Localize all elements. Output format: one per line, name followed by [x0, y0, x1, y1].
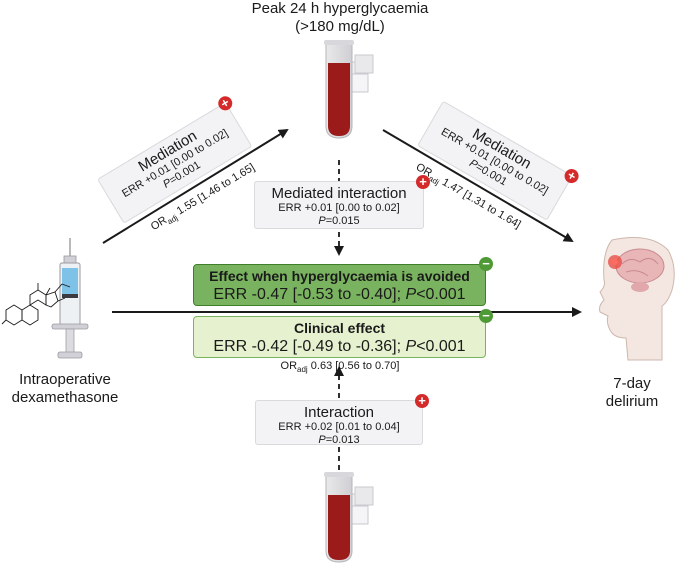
mediated-interaction-p-label: P — [318, 215, 326, 227]
dexamethasone-molecule-icon — [1, 283, 71, 326]
exposure-label-line2: dexamethasone — [11, 389, 119, 406]
sugar-cubes-bottom-icon — [340, 486, 374, 525]
interaction-p: P=0.013 — [256, 434, 422, 447]
outcome-label-line1: 7-day — [613, 375, 651, 392]
mediated-interaction-err: ERR +0.01 [0.00 to 0.02] — [278, 202, 400, 214]
outcome-label: 7-day delirium — [588, 375, 676, 411]
arrow-mediator-to-outcome — [382, 129, 574, 243]
clinical-effect-p-label: P — [405, 338, 417, 355]
clinical-effect-err: ERR -0.42 [-0.49 to -0.36]; P<0.001 — [194, 337, 485, 356]
head-brain-icon — [599, 237, 675, 361]
mediated-interaction-box: Mediated interaction ERR +0.01 [0.00 to … — [254, 175, 430, 229]
clinical-effect-box: Clinical effect ERR -0.42 [-0.49 to -0.3… — [193, 309, 493, 358]
clinical-effect-or-value: 0.63 [0.56 to 0.70] — [307, 360, 400, 372]
clinical-effect-title: Clinical effect — [293, 320, 386, 336]
interaction-plus-icon: + — [415, 394, 429, 408]
interaction-title: Interaction — [303, 404, 375, 421]
mediated-interaction-p-value: =0.015 — [325, 215, 360, 227]
effect-avoided-err: ERR -0.47 [-0.53 to -0.40]; P<0.001 — [194, 285, 485, 304]
mediated-interaction-p: P=0.015 — [255, 215, 423, 228]
effect-avoided-p-value: <0.001 — [416, 286, 466, 303]
mediator-label-line1: Peak 24 h hyperglycaemia — [251, 0, 429, 17]
clinical-effect-or: ORadj 0.63 [0.56 to 0.70] — [250, 360, 430, 376]
effect-avoided-box: Effect when hyperglycaemia is avoided ER… — [193, 257, 493, 306]
interaction-box: Interaction ERR +0.02 [0.01 to 0.04] P=0… — [255, 394, 429, 447]
interaction-err: ERR +0.02 [0.01 to 0.04] — [278, 421, 400, 433]
effect-avoided-p-label: P — [405, 286, 417, 303]
mediator-label: Peak 24 h hyperglycaemia (>180 mg/dL) — [195, 0, 485, 36]
mediator-label-line2: (>180 mg/dL) — [295, 18, 385, 35]
blood-tube-bottom-icon — [324, 472, 374, 563]
effect-avoided-title: Effect when hyperglycaemia is avoided — [209, 268, 470, 284]
exposure-label-line1: Intraoperative — [19, 371, 111, 388]
syringe-icon — [51, 238, 89, 359]
arrow-exposure-to-mediator — [102, 128, 289, 244]
clinical-effect-or-sub: adj — [297, 365, 308, 375]
mediated-interaction-plus-icon: + — [416, 175, 430, 189]
effect-avoided-err-text: ERR -0.47 [-0.53 to -0.40]; — [213, 286, 406, 303]
blood-tube-top-icon — [324, 40, 374, 139]
clinical-effect-minus-icon: − — [479, 309, 493, 323]
interaction-p-value: =0.013 — [325, 434, 360, 446]
clinical-effect-err-text: ERR -0.42 [-0.49 to -0.36]; — [213, 338, 406, 355]
interaction-p-label: P — [318, 434, 326, 446]
exposure-label: Intraoperative dexamethasone — [0, 371, 130, 407]
mediated-interaction-title: Mediated interaction — [271, 185, 407, 202]
effect-avoided-minus-icon: − — [479, 257, 493, 271]
clinical-effect-or-prefix: OR — [280, 360, 298, 372]
outcome-label-line2: delirium — [605, 393, 659, 410]
clinical-effect-p-value: <0.001 — [416, 338, 466, 355]
